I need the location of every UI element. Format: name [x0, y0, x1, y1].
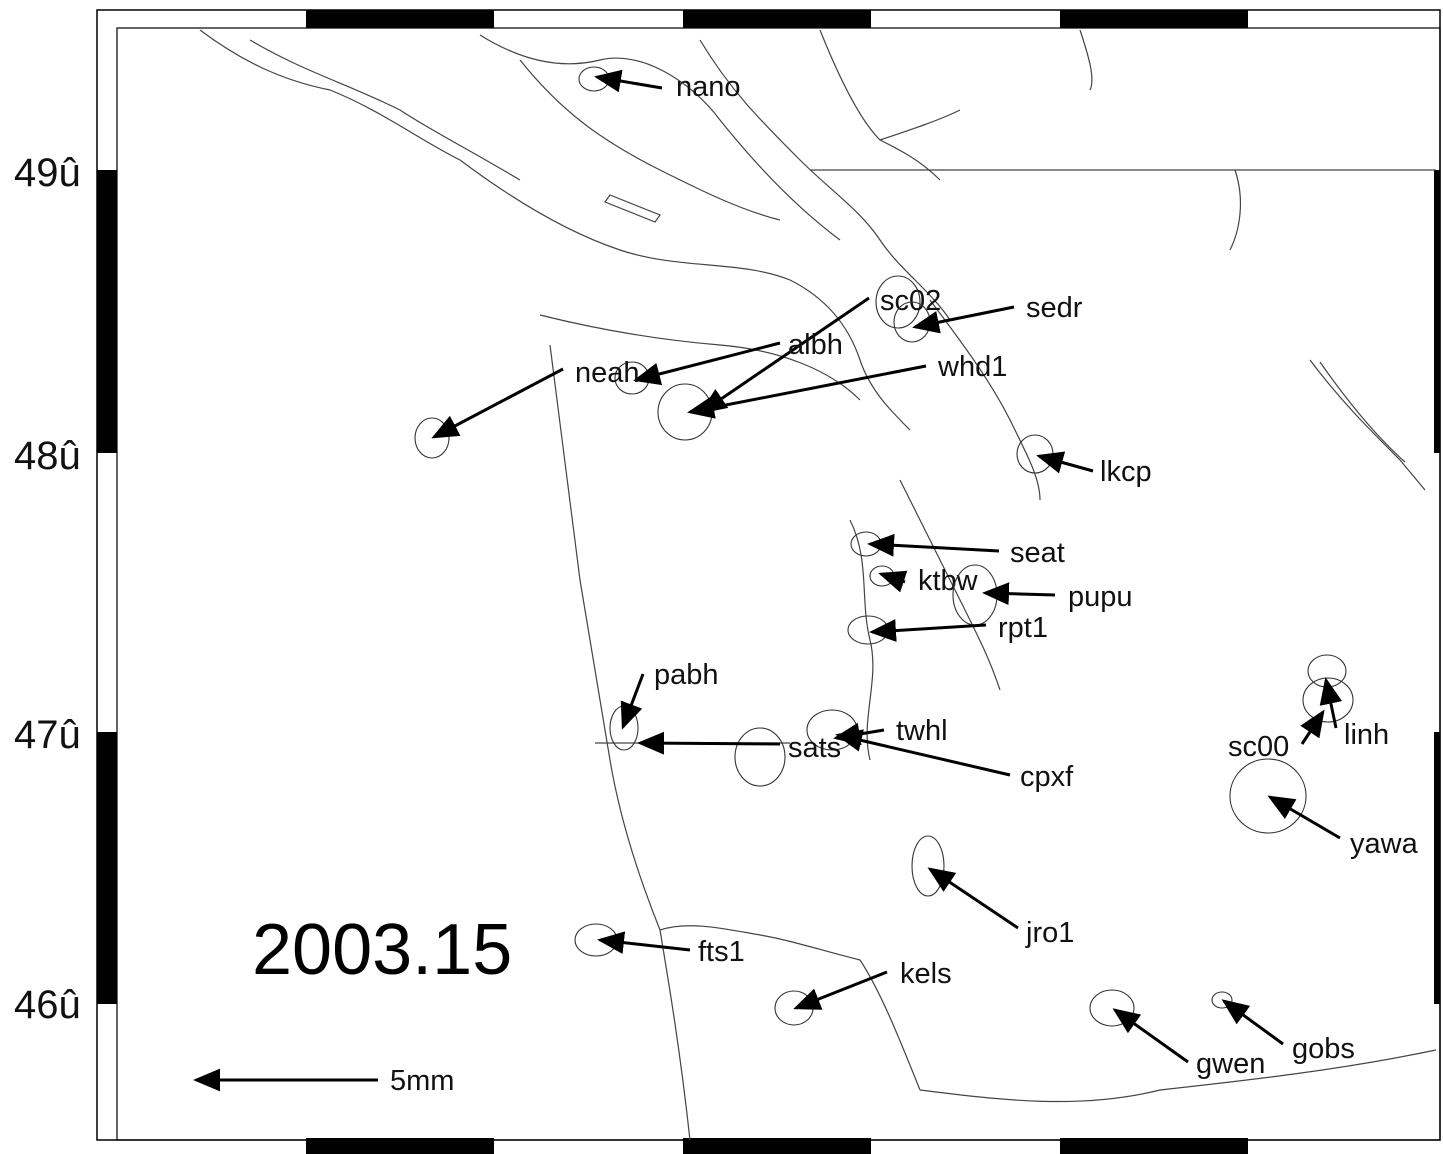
station-lkcp: lkcp	[1016, 434, 1152, 488]
station-nano: nano	[578, 66, 741, 103]
velocity-arrow	[982, 582, 1056, 606]
station-yawa: yawa	[1229, 758, 1419, 860]
error-ellipse	[1229, 758, 1307, 834]
error-ellipse	[734, 727, 786, 787]
station-label: yawa	[1350, 828, 1419, 860]
velocity-arrow	[869, 619, 987, 642]
station-label: sedr	[1026, 292, 1083, 324]
station-linh: linh	[1307, 654, 1389, 751]
station-gwen: gwen	[1089, 989, 1265, 1080]
station-sedr: sedr	[893, 292, 1083, 343]
velocity-arrow	[1300, 709, 1325, 745]
station-kels: kels	[774, 958, 952, 1026]
latitude-label-46: 46û	[14, 983, 81, 1027]
station-jro1: jro1	[911, 835, 1074, 949]
station-sc00: sc00	[1228, 677, 1354, 763]
map-frame	[96, 9, 1441, 1154]
velocity-arrow	[620, 673, 645, 730]
station-rpt1: rpt1	[847, 612, 1048, 645]
station-label: sc00	[1228, 731, 1289, 763]
station-label: albh	[788, 329, 843, 361]
station-label: jro1	[1025, 917, 1074, 949]
velocity-arrow	[1221, 999, 1284, 1046]
velocity-arrow	[867, 533, 1000, 557]
station-label: ktbw	[918, 565, 979, 597]
velocity-arrow	[594, 69, 663, 93]
latitude-label-49: 49û	[14, 151, 81, 195]
latitude-label-48: 48û	[14, 434, 81, 478]
error-ellipse	[774, 990, 814, 1026]
station-seat: seat	[850, 531, 1065, 569]
station-ktbw: ktbw	[869, 565, 979, 597]
velocity-arrow	[1267, 795, 1341, 840]
station-label: seat	[1010, 537, 1065, 569]
error-ellipse	[414, 417, 450, 459]
station-label: pabh	[654, 659, 719, 691]
station-label: twhl	[896, 715, 948, 747]
station-cpxf: cpxf	[835, 729, 1074, 793]
error-ellipse	[875, 275, 921, 329]
station-label: sats	[788, 732, 841, 764]
scale-arrow: 5mm	[193, 1065, 454, 1097]
station-label: gwen	[1196, 1048, 1265, 1080]
velocity-arrow	[633, 341, 781, 386]
station-label: linh	[1344, 719, 1389, 751]
station-pupu: pupu	[952, 564, 1133, 626]
station-label: neah	[575, 357, 640, 389]
station-label: fts1	[698, 936, 745, 968]
station-pabh: pabh	[609, 659, 719, 751]
velocity-arrow	[637, 731, 781, 755]
error-ellipse	[1089, 989, 1135, 1027]
latitude-label-47: 47û	[14, 713, 81, 757]
velocity-arrow	[687, 364, 927, 419]
station-label: rpt1	[998, 612, 1048, 644]
scale-label: 5mm	[390, 1065, 454, 1097]
velocity-arrow	[597, 931, 691, 954]
station-label: sc02	[880, 285, 941, 317]
velocity-arrow	[927, 867, 1019, 930]
station-whd1: whd1	[657, 351, 1007, 441]
coastlines	[199, 29, 1437, 1141]
station-label: gobs	[1292, 1033, 1355, 1065]
station-albh: albh	[614, 329, 843, 395]
epoch-label: 2003.15	[252, 910, 512, 990]
error-ellipse	[1016, 434, 1054, 474]
station-label: pupu	[1068, 581, 1133, 613]
velocity-arrow	[912, 305, 1015, 334]
station-fts1: fts1	[574, 923, 745, 968]
velocity-arrow	[835, 729, 1011, 777]
velocity-arrow	[878, 570, 908, 593]
station-gobs: gobs	[1211, 991, 1355, 1065]
station-label: lkcp	[1100, 456, 1152, 488]
error-ellipse	[911, 835, 945, 897]
velocity-arrow	[1036, 451, 1094, 474]
velocity-arrow	[431, 367, 564, 439]
station-neah: neah	[414, 357, 640, 459]
velocity-arrow	[1319, 677, 1343, 729]
velocity-arrow	[793, 970, 888, 1010]
station-sats: sats	[637, 727, 841, 787]
velocity-arrow	[699, 296, 870, 414]
station-label: whd1	[937, 351, 1007, 383]
station-label: cpxf	[1020, 761, 1074, 793]
velocity-arrow	[1112, 1008, 1189, 1064]
station-label: kels	[900, 958, 952, 990]
station-label: nano	[676, 71, 741, 103]
